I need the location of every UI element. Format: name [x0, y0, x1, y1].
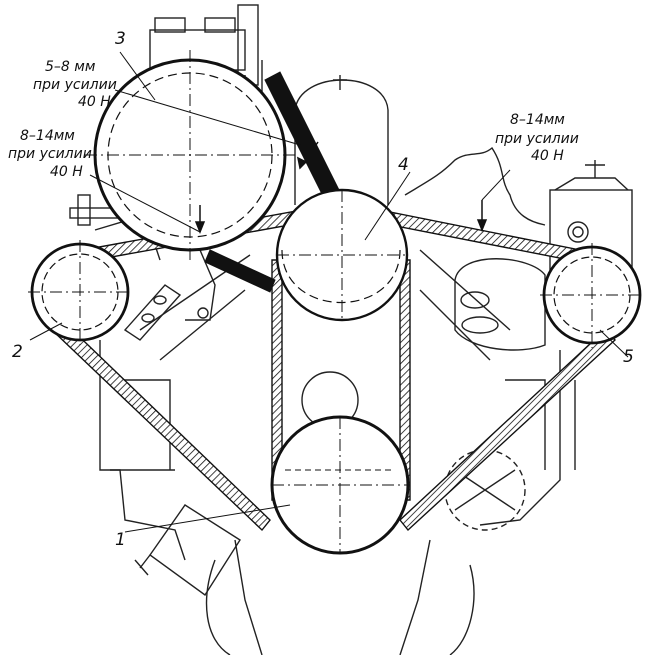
- note-pump-force: 40 Н: [531, 148, 564, 164]
- leader-lines: [29, 51, 629, 533]
- pulleys: [28, 50, 644, 555]
- note-generator-condition: при усилии: [8, 146, 92, 162]
- note-generator-force: 40 Н: [50, 164, 83, 180]
- callout-2: 2: [12, 342, 23, 362]
- generator-pulley: [28, 240, 132, 345]
- engine-block-outline: [69, 4, 633, 656]
- pump-pulley: [540, 243, 644, 348]
- callout-5: 5: [623, 347, 634, 367]
- note-pump-condition: при усилии: [495, 131, 579, 147]
- tension-note-compressor: 5–8 мм при усилии 40 Н: [33, 59, 117, 110]
- tension-note-pump: 8–14мм при усилии 40 Н: [495, 112, 579, 164]
- note-pump-deflection: 8–14мм: [510, 112, 565, 128]
- callout-3: 3: [115, 29, 126, 49]
- callout-4: 4: [398, 155, 409, 175]
- tension-note-generator: 8–14мм при усилии 40 Н: [8, 128, 92, 180]
- callout-1: 1: [115, 530, 126, 550]
- tension-arrows: [194, 141, 488, 235]
- note-compressor-deflection: 5–8 мм: [45, 59, 96, 75]
- gen-crank-belt: [50, 319, 271, 532]
- fan-pulley: [275, 188, 409, 322]
- note-compressor-force: 40 Н: [78, 94, 111, 110]
- note-generator-deflection: 8–14мм: [20, 128, 75, 144]
- crankshaft-pulley: [270, 415, 410, 555]
- belts: [50, 202, 617, 532]
- note-compressor-condition: при усилии: [33, 77, 117, 93]
- pump-crank-belt: [399, 329, 617, 532]
